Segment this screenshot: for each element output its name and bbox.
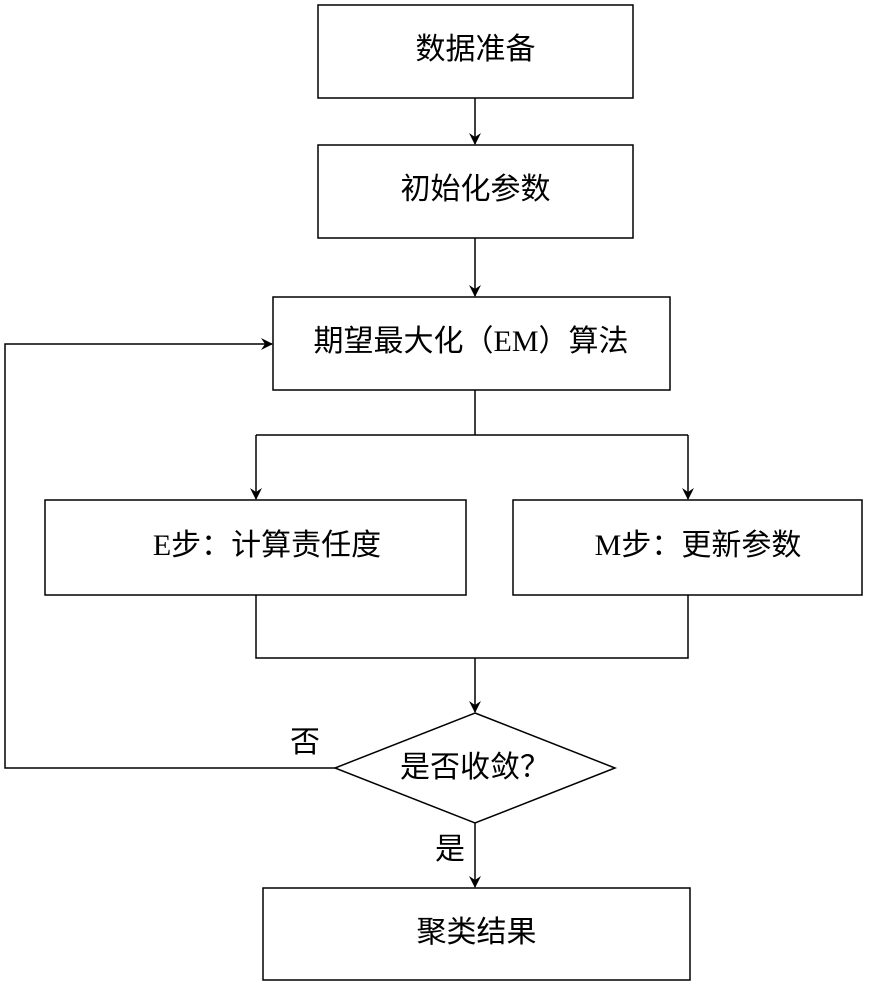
edge-label-no: 否 <box>290 726 320 759</box>
node-label: 聚类结果 <box>417 916 537 949</box>
edge-label-yes: 是 <box>435 833 465 866</box>
node-label: 数据准备 <box>416 33 536 66</box>
node-label: 是否收敛？ <box>400 751 550 784</box>
node-m-step: M步：更新参数 <box>512 499 863 596</box>
node-label: 初始化参数 <box>401 173 551 206</box>
node-label: 期望最大化（EM）算法 <box>314 325 629 358</box>
line-merge <box>255 595 689 659</box>
node-result: 聚类结果 <box>262 887 691 981</box>
node-em-algorithm: 期望最大化（EM）算法 <box>272 296 671 391</box>
node-e-step: E步：计算责任度 <box>44 499 467 596</box>
node-init-params: 初始化参数 <box>317 144 634 239</box>
node-label: E步：计算责任度 <box>153 529 381 562</box>
node-converged-decision: 是否收敛？ <box>332 712 618 824</box>
node-data-prep: 数据准备 <box>317 4 634 99</box>
arrow-loop-back <box>4 338 335 769</box>
node-label: M步：更新参数 <box>595 529 802 562</box>
